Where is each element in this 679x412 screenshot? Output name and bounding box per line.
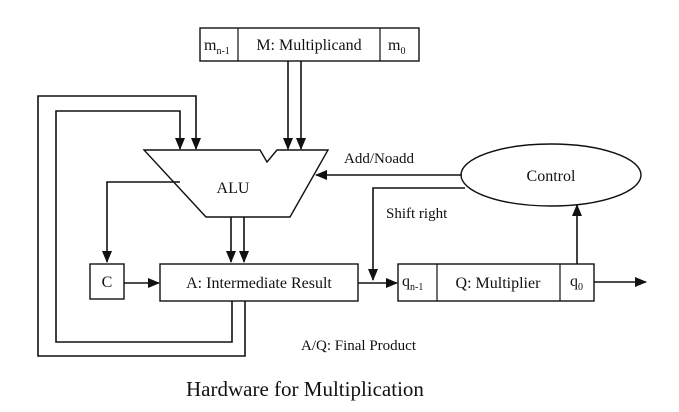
- alu-to-accumulator-bus: [226, 217, 249, 263]
- accumulator-feedback-inner: [55, 110, 233, 343]
- carry-register: C: [89, 263, 125, 300]
- accumulator-feedback-outer: [37, 95, 246, 357]
- shift-right-arrow: [368, 187, 465, 281]
- add-noadd-label: Add/Noadd: [344, 151, 414, 167]
- accumulator-label: A: Intermediate Result: [186, 275, 332, 292]
- multiplier-label: Q: Multiplier: [456, 275, 542, 292]
- accumulator-register: A: Intermediate Result: [159, 263, 359, 302]
- final-product-label: A/Q: Final Product: [301, 338, 417, 354]
- multiplier-register: qn-1 Q: Multiplier q0: [397, 263, 595, 302]
- alu: ALU: [142, 149, 330, 218]
- multiplicand-register: mn-1 M: Multiplicand m0: [199, 27, 420, 62]
- multiplicand-lsb-label: m0: [388, 37, 405, 57]
- control-label: Control: [527, 168, 576, 185]
- multiplier-lsb-label: q0: [570, 273, 583, 293]
- alu-label: ALU: [217, 180, 250, 197]
- multiplicand-to-alu-bus: [283, 61, 306, 150]
- diagram-caption: Hardware for Multiplication: [186, 377, 424, 401]
- alu-carry-arrow: [102, 181, 180, 263]
- carry-label: C: [102, 274, 113, 291]
- control-unit: Control: [460, 143, 642, 207]
- multiplicand-msb-label: mn-1: [204, 37, 230, 57]
- multiplicand-label: M: Multiplicand: [256, 37, 361, 54]
- shift-right-label: Shift right: [386, 206, 448, 222]
- multiplier-msb-label: qn-1: [402, 273, 423, 293]
